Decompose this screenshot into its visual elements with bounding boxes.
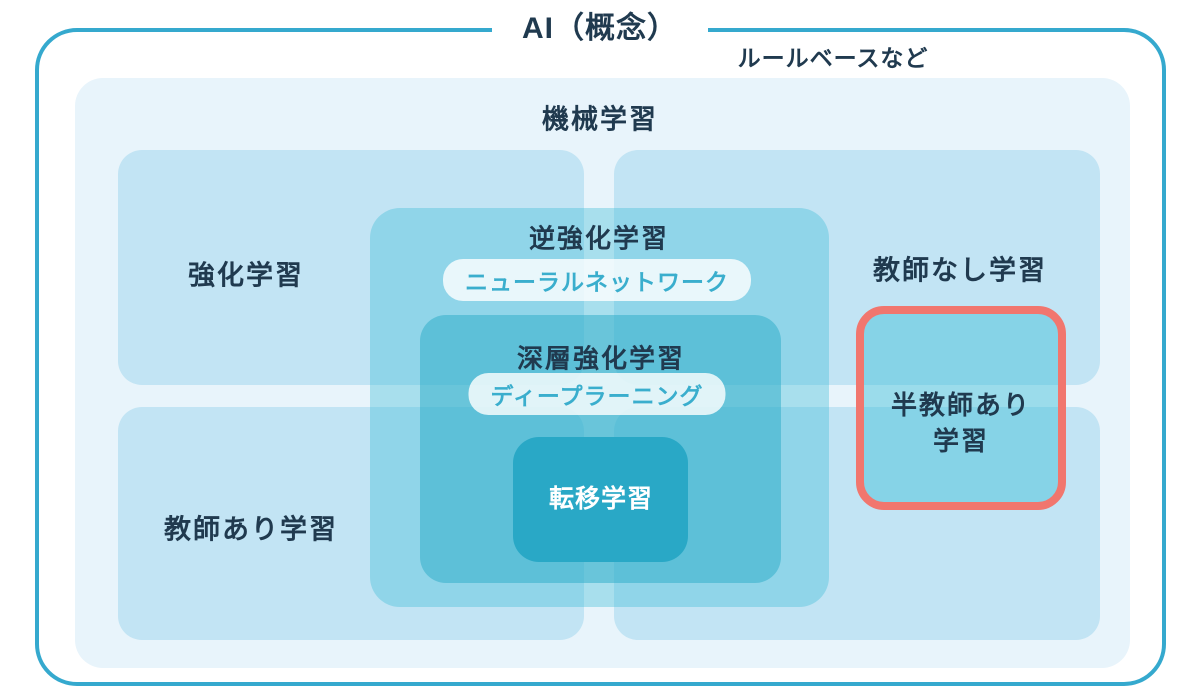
transfer-learning-box xyxy=(513,437,688,562)
neural-network-badge: ニューラルネットワーク xyxy=(443,259,751,301)
semi-supervised-learning-box xyxy=(856,306,1066,510)
transfer-learning-label: 転移学習 xyxy=(548,485,654,513)
deep-reinforcement-learning-label: 深層強化学習 xyxy=(516,343,686,374)
rule-based-label: ルールベースなど xyxy=(737,45,929,71)
semi-supervised-line1: 半教師あり xyxy=(890,390,1032,420)
reinforcement-learning-label: 強化学習 xyxy=(188,260,304,291)
semi-supervised-line2: 学習 xyxy=(932,426,990,456)
diagram-title: AI（概念） xyxy=(492,11,708,47)
machine-learning-label: 機械学習 xyxy=(542,104,658,135)
unsupervised-learning-label: 教師なし学習 xyxy=(873,255,1047,286)
supervised-learning-label: 教師あり学習 xyxy=(164,514,338,545)
deep-learning-badge: ディープラーニング xyxy=(468,373,726,415)
inverse-reinforcement-learning-label: 逆強化学習 xyxy=(528,223,670,254)
semi-supervised-learning-label: 半教師あり 学習 xyxy=(891,387,1031,459)
